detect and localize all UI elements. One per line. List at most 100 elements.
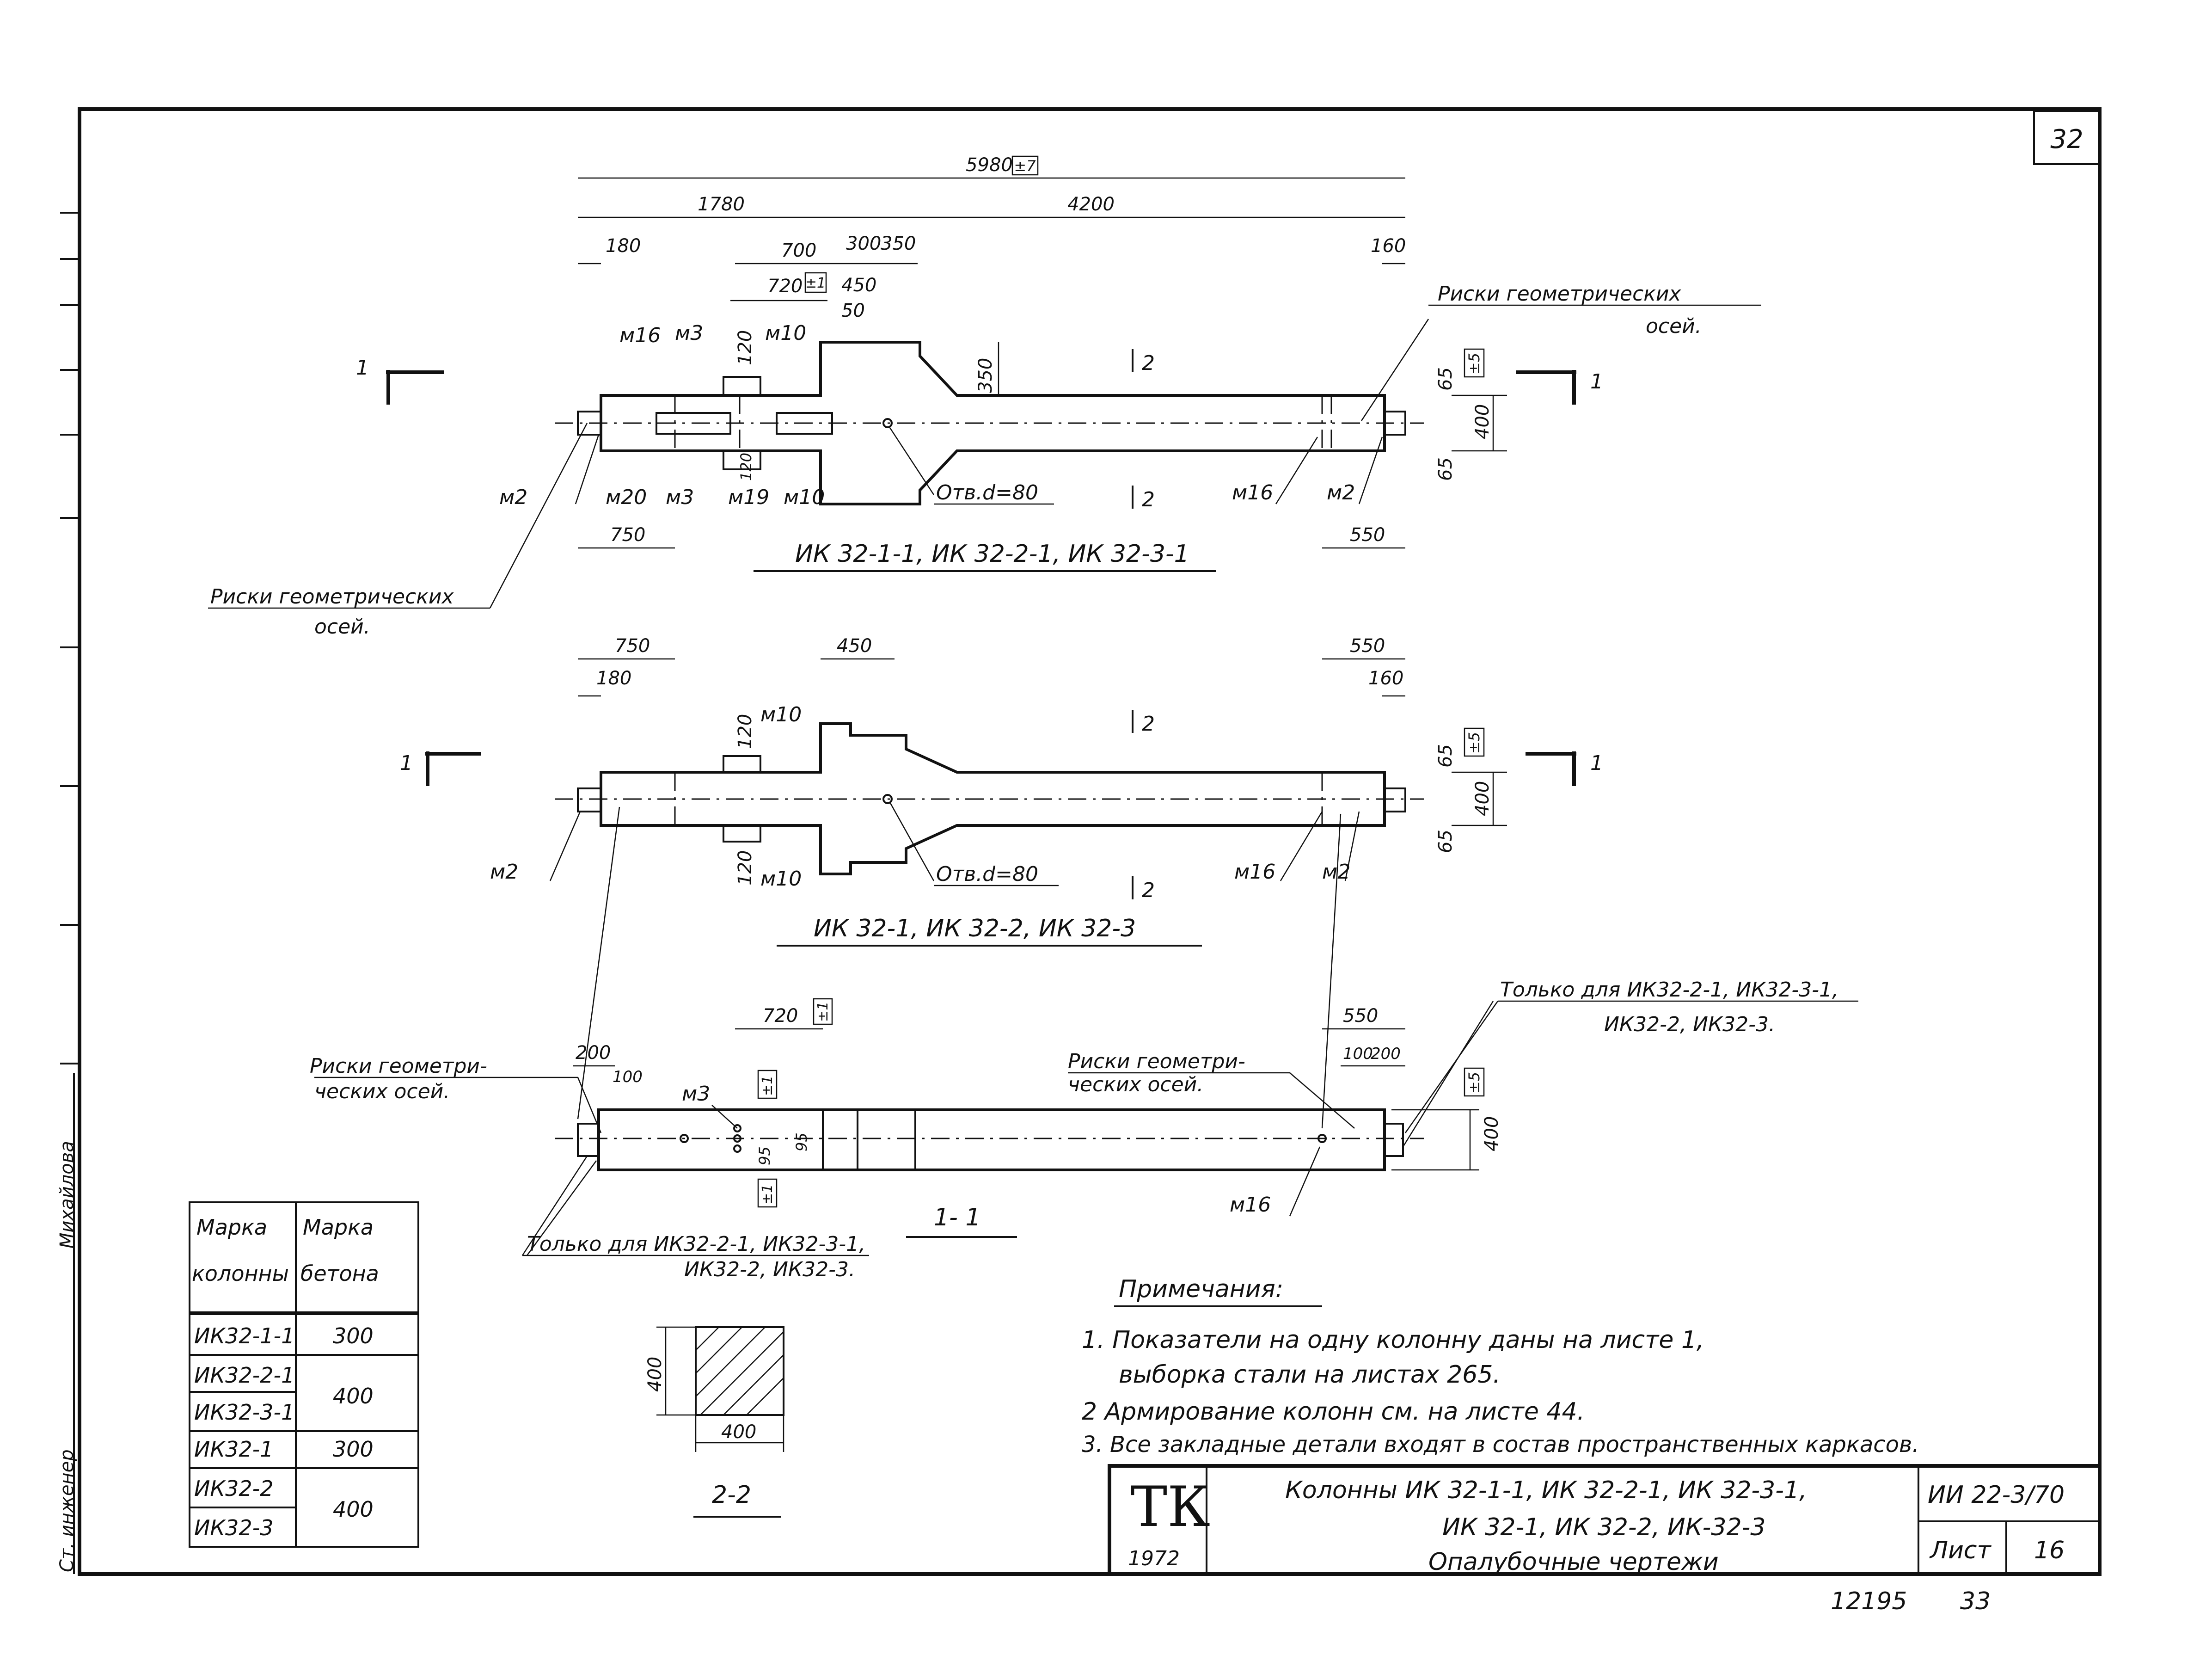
table-row: ИК32-1-1 xyxy=(194,1323,294,1348)
archive-sheet: 33 xyxy=(1960,1587,1991,1615)
svg-text:750: 750 xyxy=(610,524,645,546)
svg-text:2 Армирование колонн см. на ли: 2 Армирование колонн см. на листе 44. xyxy=(1082,1398,1585,1426)
svg-text:±5: ±5 xyxy=(1465,1072,1483,1094)
svg-text:±1: ±1 xyxy=(815,1002,831,1022)
stamp-role: Ст. инженер xyxy=(56,1449,78,1572)
page-number: 32 xyxy=(2050,124,2083,154)
svg-text:720: 720 xyxy=(763,1005,798,1027)
svg-text:95: 95 xyxy=(756,1146,773,1165)
svg-text:120: 120 xyxy=(735,330,756,365)
caption-2: ИК 32-1, ИК 32-2, ИК 32-3 xyxy=(814,915,1136,942)
svg-text:ческих осей.: ческих осей. xyxy=(314,1080,450,1103)
svg-text:95: 95 xyxy=(793,1132,810,1151)
svg-text:ИК32-2, ИК32-3.: ИК32-2, ИК32-3. xyxy=(684,1258,855,1281)
svg-text:Только для ИК32-2-1, ИК32-3-1,: Только для ИК32-2-1, ИК32-3-1, xyxy=(1500,978,1838,1002)
svg-text:2: 2 xyxy=(1142,351,1155,375)
svg-text:м10: м10 xyxy=(760,703,802,726)
svg-text:1. Показатели на одну колонну: 1. Показатели на одну колонну даны на ли… xyxy=(1082,1326,1704,1354)
svg-text:120: 120 xyxy=(735,850,756,886)
embed-m20 xyxy=(656,412,731,435)
svg-text:350: 350 xyxy=(975,358,996,393)
svg-text:750: 750 xyxy=(615,635,650,657)
svg-text:100: 100 xyxy=(613,1068,643,1086)
svg-text:3. Все закладные детали входят: 3. Все закладные детали входят в состав … xyxy=(1082,1432,1919,1458)
notes-heading: Примечания: xyxy=(1119,1275,1283,1303)
svg-text:300: 300 xyxy=(333,1437,374,1462)
archive-number: 12195 xyxy=(1831,1587,1907,1615)
notes: Примечания: 1. Показатели на одну колонн… xyxy=(1082,1275,1919,1458)
svg-text:м10: м10 xyxy=(784,486,825,509)
svg-text:1780: 1780 xyxy=(698,194,745,215)
svg-text:Отв.d=80: Отв.d=80 xyxy=(936,481,1038,504)
svg-text:м10: м10 xyxy=(760,867,802,891)
svg-text:±5: ±5 xyxy=(1465,732,1483,754)
table-row: ИК32-2 xyxy=(194,1476,273,1501)
svg-text:1: 1 xyxy=(400,751,413,775)
svg-text:м10: м10 xyxy=(765,321,806,345)
svg-text:м2: м2 xyxy=(490,860,518,884)
sheet-frame: 32 xyxy=(60,107,2102,1576)
svg-text:100: 100 xyxy=(1343,1045,1373,1063)
svg-text:160: 160 xyxy=(1371,235,1406,257)
svg-text:50: 50 xyxy=(841,300,865,321)
svg-text:180: 180 xyxy=(596,668,631,689)
caption-1: ИК 32-1-1, ИК 32-2-1, ИК 32-3-1 xyxy=(795,540,1189,568)
svg-text:м2: м2 xyxy=(499,486,527,509)
svg-text:±1: ±1 xyxy=(805,275,826,291)
svg-text:300: 300 xyxy=(333,1323,374,1348)
svg-text:Риски геометри-: Риски геометри- xyxy=(1068,1050,1245,1073)
svg-text:2: 2 xyxy=(1142,488,1155,511)
left-stamp: Ст. инженер Михайлова xyxy=(56,1141,78,1572)
svg-text:400: 400 xyxy=(1472,781,1493,816)
svg-text:700: 700 xyxy=(781,240,816,261)
svg-text:400: 400 xyxy=(644,1357,666,1392)
svg-text:м19: м19 xyxy=(728,486,769,509)
svg-text:120: 120 xyxy=(735,714,756,749)
section-1-1: 720 ±1 550 200 100 100 200 м3 ±1 95 95 ±… xyxy=(310,806,1858,1281)
table-row: ИК32-2-1 xyxy=(194,1363,294,1388)
svg-text:Риски геометрических: Риски геометрических xyxy=(210,585,454,609)
series-code: ИИ 22-3/70 xyxy=(1928,1481,2065,1509)
svg-text:м16: м16 xyxy=(1234,860,1275,884)
section-2-2: 400 400 2-2 xyxy=(644,1326,784,1518)
svg-text:Марка: Марка xyxy=(196,1215,267,1240)
svg-text:450: 450 xyxy=(841,275,876,296)
column-elevation-1: 5980 ±7 1780 4200 180 700 300 350 160 72… xyxy=(208,154,1761,639)
svg-text:Лист: Лист xyxy=(1929,1537,1991,1564)
svg-text:осей.: осей. xyxy=(314,615,370,639)
svg-text:м16: м16 xyxy=(619,324,661,347)
caption-1-1: 1- 1 xyxy=(934,1204,980,1231)
svg-text:550: 550 xyxy=(1350,524,1385,546)
svg-text:400: 400 xyxy=(1472,404,1493,439)
svg-text:4200: 4200 xyxy=(1067,194,1115,215)
svg-text:м3: м3 xyxy=(675,321,703,345)
svg-text:м20: м20 xyxy=(606,486,647,509)
svg-text:300: 300 xyxy=(846,233,881,254)
svg-text:м3: м3 xyxy=(682,1082,710,1106)
svg-text:400: 400 xyxy=(333,1384,374,1409)
svg-text:720: 720 xyxy=(767,276,803,297)
svg-text:1972: 1972 xyxy=(1128,1547,1180,1570)
svg-text:выборка стали на листах 265.: выборка стали на листах 265. xyxy=(1119,1361,1501,1389)
svg-text:160: 160 xyxy=(1368,668,1403,689)
svg-text:2: 2 xyxy=(1142,879,1155,902)
svg-text:±1: ±1 xyxy=(760,1076,776,1096)
svg-text:ИК 32-1, ИК 32-2, ИК-32-3: ИК 32-1, ИК 32-2, ИК-32-3 xyxy=(1442,1513,1765,1541)
svg-text:180: 180 xyxy=(606,235,641,257)
svg-text:350: 350 xyxy=(881,233,916,254)
svg-text:бетона: бетона xyxy=(300,1261,379,1286)
svg-text:Опалубочные чертежи: Опалубочные чертежи xyxy=(1428,1548,1719,1576)
svg-text:±1: ±1 xyxy=(760,1184,776,1205)
svg-text:колонны: колонны xyxy=(192,1261,289,1286)
svg-text:Только для ИК32-2-1, ИК32-3-1,: Только для ИК32-2-1, ИК32-3-1, xyxy=(527,1232,865,1256)
svg-text:65: 65 xyxy=(1435,830,1456,853)
svg-text:400: 400 xyxy=(1481,1116,1502,1151)
svg-text:±7: ±7 xyxy=(1014,157,1036,175)
tk-logo: ТК xyxy=(1130,1475,1210,1539)
svg-text:1: 1 xyxy=(356,356,369,380)
svg-text:450: 450 xyxy=(837,635,872,657)
table-row: ИК32-1 xyxy=(194,1437,273,1462)
svg-text:ИК32-2, ИК32-3.: ИК32-2, ИК32-3. xyxy=(1604,1013,1775,1036)
